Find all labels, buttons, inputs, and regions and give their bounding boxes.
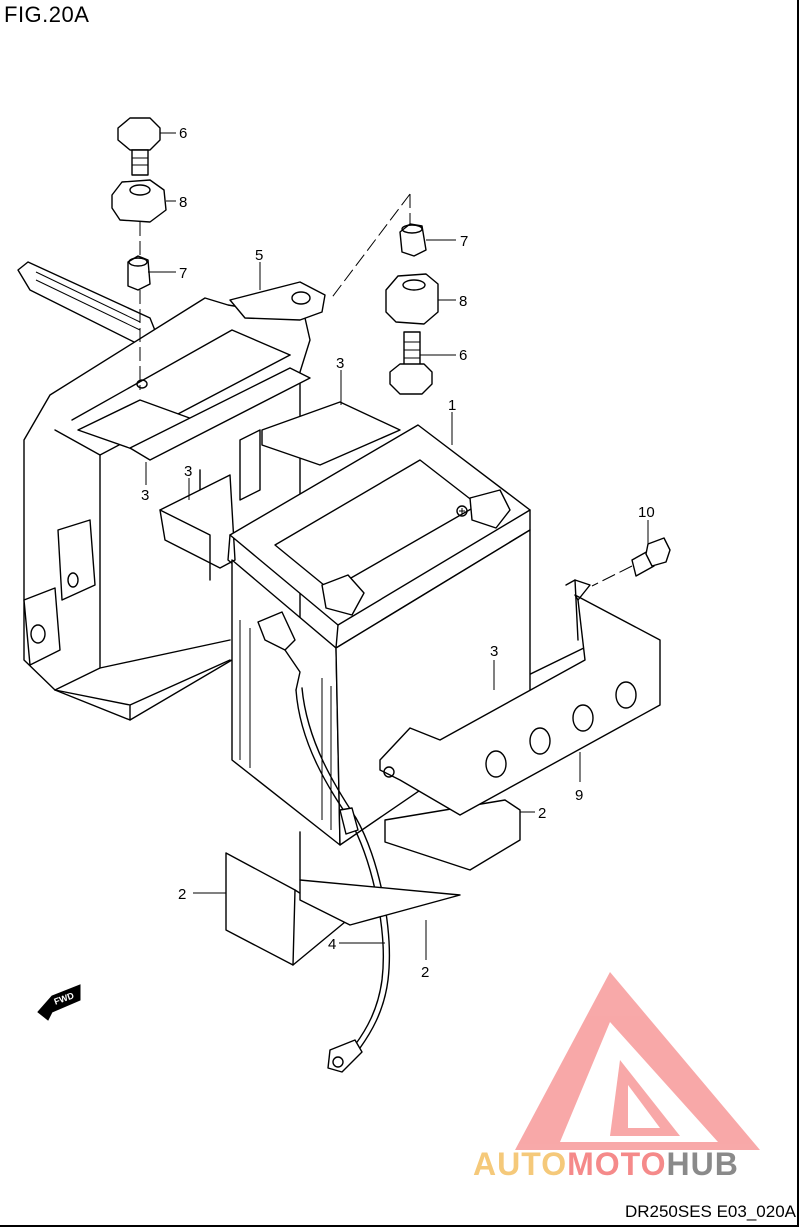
retainer-bracket-part-9 (379, 579, 661, 816)
callout-9: 9 (575, 787, 583, 804)
grommet-part-8-left (111, 179, 167, 223)
callout-1: 1 (448, 397, 456, 414)
watermark-text: AUTOMOTOHUB (473, 1146, 739, 1182)
callout-3-top: 3 (336, 355, 344, 372)
grommet-part-8-right (385, 273, 439, 325)
rubber-sheets-part-2 (225, 799, 521, 966)
callout-3-bracket: 3 (490, 643, 498, 660)
watermark-text-moto: MOTO (567, 1146, 666, 1182)
cable-part-4 (257, 611, 391, 1073)
drawing-code: DR250SES E03_020A (624, 1202, 796, 1221)
bolt-part-10 (631, 537, 671, 577)
watermark-text-auto: AUTO (473, 1146, 567, 1182)
bolt-part-6-left (117, 117, 161, 176)
callout-3-left: 3 (184, 463, 192, 480)
callout-3-left-low: 3 (141, 487, 149, 504)
watermark-text-hub: HUB (666, 1146, 738, 1182)
watermark-logo (515, 972, 760, 1150)
leader-lines (145, 132, 649, 960)
callout-2-right: 2 (538, 805, 546, 822)
callout-2-bottom: 2 (421, 964, 429, 981)
bolt-part-6-right (389, 331, 433, 395)
collar-part-7-right (399, 223, 427, 257)
callout-6-right: 6 (459, 347, 467, 364)
collar-part-7-left (127, 255, 151, 291)
callout-8-right: 8 (459, 293, 467, 310)
callout-7-right: 7 (460, 233, 468, 250)
callout-10: 10 (638, 504, 655, 521)
callout-4: 4 (328, 936, 336, 953)
callout-8-top: 8 (179, 194, 187, 211)
callout-labels: 6 8 7 5 7 8 6 3 1 3 3 10 3 9 2 2 4 2 (141, 125, 655, 981)
figure-title: FIG.20A (4, 2, 90, 27)
assembly-lines (139, 193, 633, 587)
forward-direction-badge: FWD (37, 984, 81, 1021)
callout-7-left: 7 (179, 265, 187, 282)
callout-5: 5 (255, 247, 263, 264)
callout-6-top: 6 (179, 125, 187, 142)
callout-2-left: 2 (178, 886, 186, 903)
